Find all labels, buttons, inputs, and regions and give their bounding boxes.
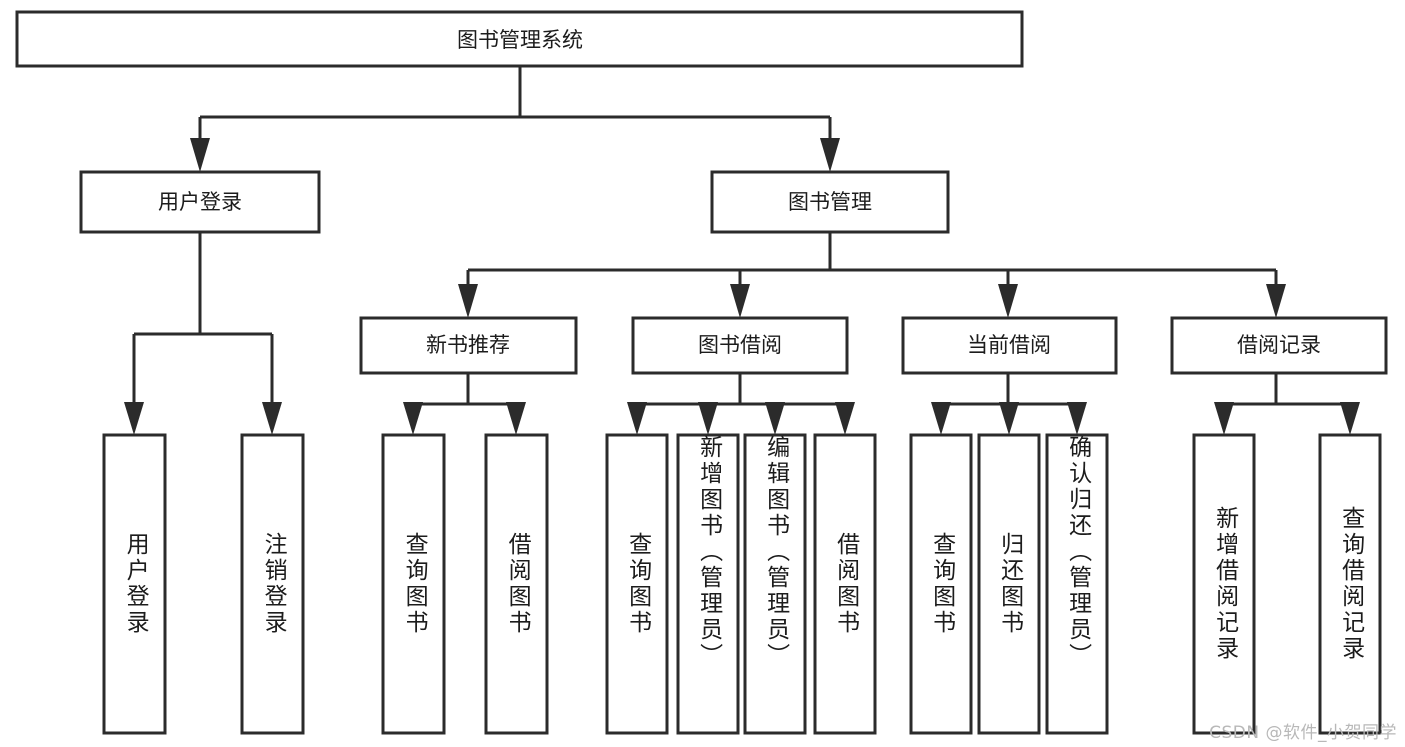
node-current-borrow[interactable]: 当前借阅 (901, 316, 1118, 375)
leaf-box-edit-book-admin[interactable] (743, 433, 807, 735)
node-book-borrow[interactable]: 图书借阅 (631, 316, 849, 375)
node-box (710, 170, 950, 234)
arrow-head-icon (998, 284, 1018, 318)
connector-userlogin-to-leaves (124, 232, 282, 435)
node-label: 当前借阅 (967, 333, 1051, 357)
arrow-head-icon (627, 402, 647, 435)
node-box (79, 170, 321, 234)
arrow-head-icon (262, 402, 282, 435)
node-new-book-recommend[interactable]: 新书推荐 (359, 316, 578, 375)
node-box (901, 316, 1118, 375)
connector-currentborrow-to-leaves (931, 373, 1087, 435)
leaf-box-query-book-1[interactable] (381, 433, 446, 735)
connector-root-to-level2 (190, 66, 840, 172)
node-borrow-record[interactable]: 借阅记录 (1170, 316, 1388, 375)
arrow-head-icon (835, 402, 855, 435)
arrow-head-icon (730, 284, 750, 318)
arrow-head-icon (1340, 402, 1360, 435)
node-box (15, 10, 1024, 68)
node-root-book-management-system[interactable]: 图书管理系统 (15, 10, 1024, 68)
arrow-head-icon (458, 284, 478, 318)
arrow-head-icon (820, 138, 840, 172)
node-label: 图书借阅 (698, 333, 782, 357)
arrow-head-icon (1214, 402, 1234, 435)
leaf-box-query-borrow-record[interactable] (1318, 433, 1382, 735)
watermark-text: CSDN @软件_小贺同学 (1209, 723, 1397, 743)
node-label: 用户登录 (158, 190, 242, 214)
leaf-box-query-book-3[interactable] (909, 433, 973, 735)
leaf-box-add-book-admin[interactable] (676, 433, 740, 735)
arrow-head-icon (403, 402, 423, 435)
arrow-head-icon (190, 138, 210, 172)
node-label: 图书管理系统 (457, 28, 583, 52)
arrow-head-icon (999, 402, 1019, 435)
node-box (631, 316, 849, 375)
arrow-head-icon (698, 402, 718, 435)
arrow-head-icon (124, 402, 144, 435)
node-label: 借阅记录 (1237, 333, 1321, 357)
connector-borrowrecord-to-leaves (1214, 373, 1360, 435)
arrow-head-icon (765, 402, 785, 435)
arrow-head-icon (931, 402, 951, 435)
node-label: 图书管理 (788, 190, 872, 214)
leaf-box-query-book-2[interactable] (605, 433, 669, 735)
arrow-head-icon (1067, 402, 1087, 435)
leaf-box-add-borrow-record[interactable] (1192, 433, 1256, 735)
node-box (359, 316, 578, 375)
leaf-box-user-login[interactable] (102, 433, 167, 735)
node-book-management[interactable]: 图书管理 (710, 170, 950, 234)
connector-newbook-to-leaves (403, 373, 526, 435)
node-box (1170, 316, 1388, 375)
leaf-box-logout[interactable] (240, 433, 305, 735)
leaf-box-borrow-book-2[interactable] (813, 433, 877, 735)
connector-bookmanage-to-level3 (458, 232, 1286, 318)
node-label: 新书推荐 (426, 333, 510, 357)
arrow-head-icon (1266, 284, 1286, 318)
leaf-box-return-book[interactable] (977, 433, 1041, 735)
leaf-box-confirm-return-admin[interactable] (1045, 433, 1109, 735)
connector-bookborrow-to-leaves (627, 373, 855, 435)
arrow-head-icon (506, 402, 526, 435)
node-user-login[interactable]: 用户登录 (79, 170, 321, 234)
leaf-box-borrow-book-1[interactable] (484, 433, 549, 735)
